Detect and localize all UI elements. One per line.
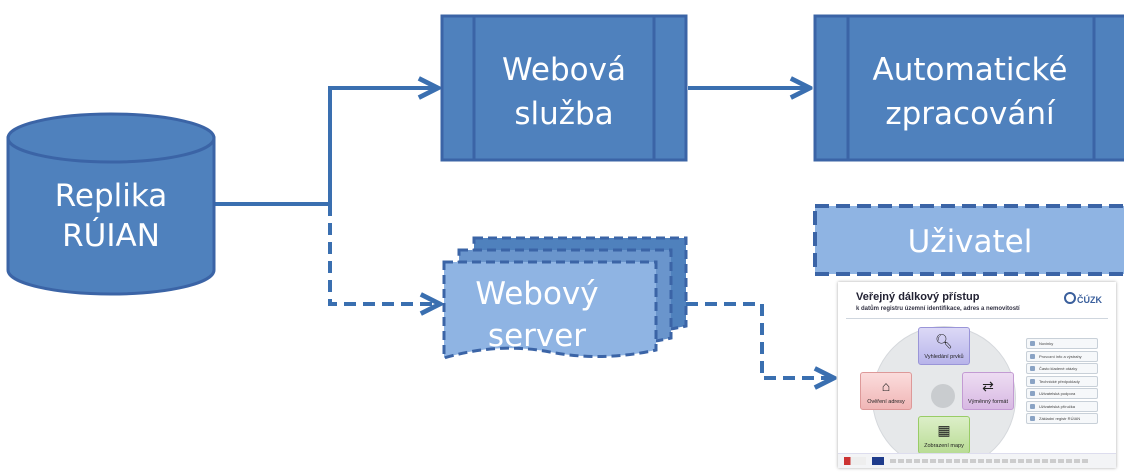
menu-item[interactable]: Často kladené otázky [1026,363,1098,374]
menu-item[interactable]: Technické předpoklady [1026,375,1098,387]
portal-logo: ČÚZK [1064,292,1102,305]
portal-menu: Novinky Provozní info a výstrahy Často k… [1026,338,1098,426]
cylinder-top [6,112,216,164]
document-front [442,260,658,361]
connector-replika-to-webova-sluzba [214,88,438,206]
menu-item[interactable]: Novinky [1026,338,1098,349]
replika-ruian-database: Replika RÚIAN [6,112,216,296]
menu-item[interactable]: Uživatelská příručka [1026,400,1098,412]
connector-webovy-server-to-portal [686,302,834,378]
automaticke-label-line2: zpracování [885,96,1056,132]
portal-screenshot: Veřejný dálkový přístup k datům registru… [838,282,1116,468]
portal-footer [838,453,1116,468]
map-icon: ▦ [937,422,951,438]
webova-sluzba-label-line2: služba [514,96,613,132]
webova-sluzba-label-line1: Webová [502,52,626,88]
automaticke-label-line1: Automatické [873,52,1068,88]
house-icon: ⌂ [881,378,891,394]
cuzk-logo-icon [1064,292,1076,304]
portal-title: Veřejný dálkový přístup [856,291,980,303]
exchange-arrows-icon: ⇄ [982,378,994,394]
replika-label-line1: Replika [55,178,168,214]
webova-sluzba-process: Webová služba [440,14,688,162]
portal-divider [846,318,1108,319]
webovy-server-documents [442,236,688,361]
menu-item[interactable]: Základní registr RÚIAN [1026,413,1098,424]
replika-label-line2: RÚIAN [62,217,160,254]
portal-hub [931,384,955,408]
tile-format[interactable]: ⇄ Výměnný formát [962,372,1014,410]
footer-logo [844,457,866,465]
tile-search-label: Vyhledání prvků [924,354,964,360]
magnifier-icon: 🔍︎ [935,333,953,349]
portal-logo-text: ČÚZK [1077,295,1102,305]
eu-flag-icon [872,457,884,465]
tile-address[interactable]: ⌂ Ověření adresy [860,372,912,410]
menu-item[interactable]: Provozní info a výstrahy [1026,350,1098,362]
automaticke-zpracovani-process: Automatické zpracování [813,14,1124,162]
webovy-server-label-line1: Webový [475,276,598,312]
tile-map-label: Zobrazení mapy [924,443,964,449]
tile-map[interactable]: ▦ Zobrazení mapy [918,416,970,454]
cylinder-body [6,136,216,296]
footer-text [890,459,1090,463]
uzivatel-box: Uživatel [813,204,1124,276]
webovy-server-label-line2: server [488,318,586,354]
menu-item[interactable]: Uživatelská podpora [1026,388,1098,399]
tile-format-label: Výměnný formát [967,399,1009,405]
connectors [214,88,834,378]
uzivatel-label: Uživatel [908,224,1033,260]
portal-subtitle: k datům registru územní identifikace, ad… [856,306,1020,312]
tile-address-label: Ověření adresy [867,399,905,405]
tile-search[interactable]: 🔍︎ Vyhledání prvků [918,327,970,365]
connector-replika-to-webovy-server [328,204,440,304]
